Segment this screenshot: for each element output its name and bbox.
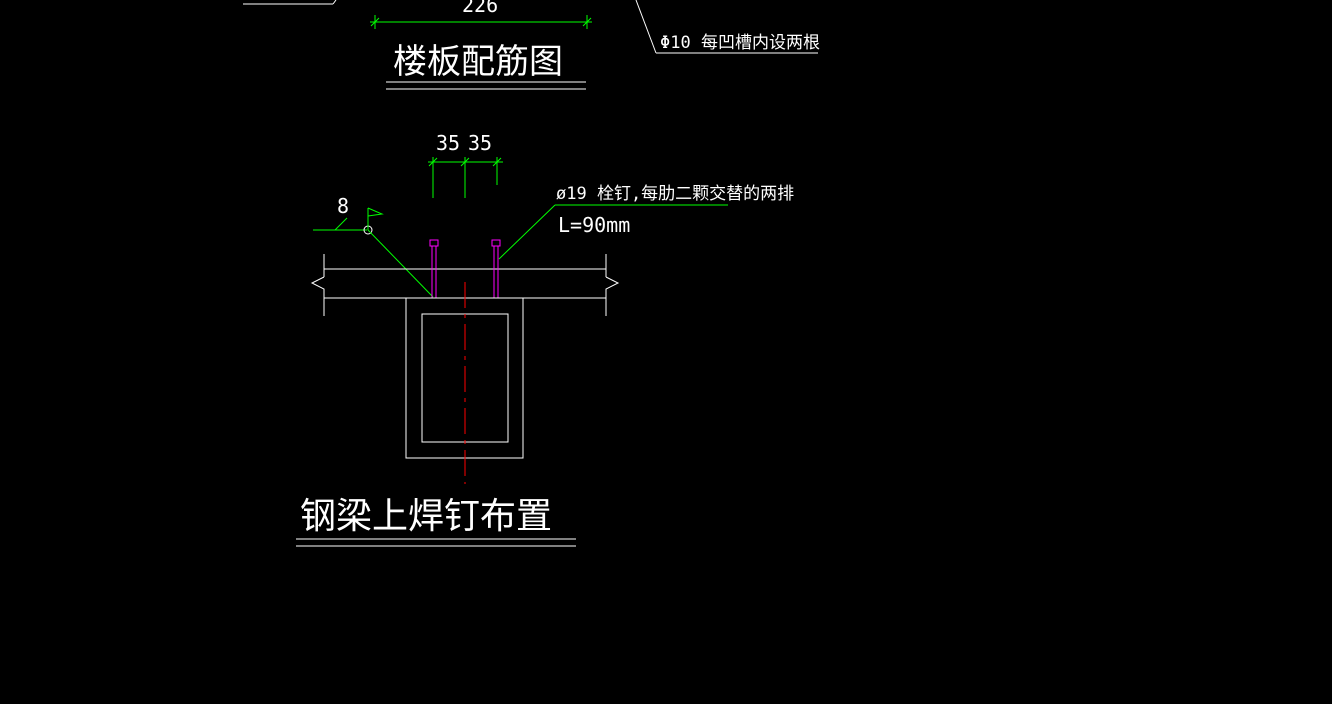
weld-symbol: 8 — [313, 194, 434, 298]
weld-size-label: 8 — [337, 194, 349, 218]
stud-spacing-dimension: 35 35 — [428, 131, 503, 198]
stud-note: ø19 栓钉,每肋二颗交替的两排 L=90mm — [498, 184, 794, 260]
slab-title: 楼板配筋图 — [386, 42, 586, 90]
stud-head-left — [429, 239, 439, 247]
beam-title-label: 钢梁上焊钉布置 — [300, 496, 552, 537]
stud-note-line2: L=90mm — [558, 213, 630, 237]
beam-title: 钢梁上焊钉布置 — [296, 496, 576, 547]
shear-studs — [429, 239, 501, 298]
stud-note-line1: ø19 栓钉,每肋二颗交替的两排 — [556, 184, 794, 204]
spacing-label-left: 35 — [436, 131, 460, 155]
rebar-note-label: Φ10 每凹槽内设两根 — [660, 33, 820, 53]
top-dimension-label: 226 — [462, 0, 498, 17]
stud-head-right — [491, 239, 501, 247]
spacing-label-right: 35 — [468, 131, 492, 155]
slab-title-label: 楼板配筋图 — [393, 42, 563, 82]
top-dimension: 226 — [370, 0, 592, 29]
top-left-fragment — [243, 0, 337, 5]
rebar-note: Φ10 每凹槽内设两根 — [635, 0, 820, 54]
